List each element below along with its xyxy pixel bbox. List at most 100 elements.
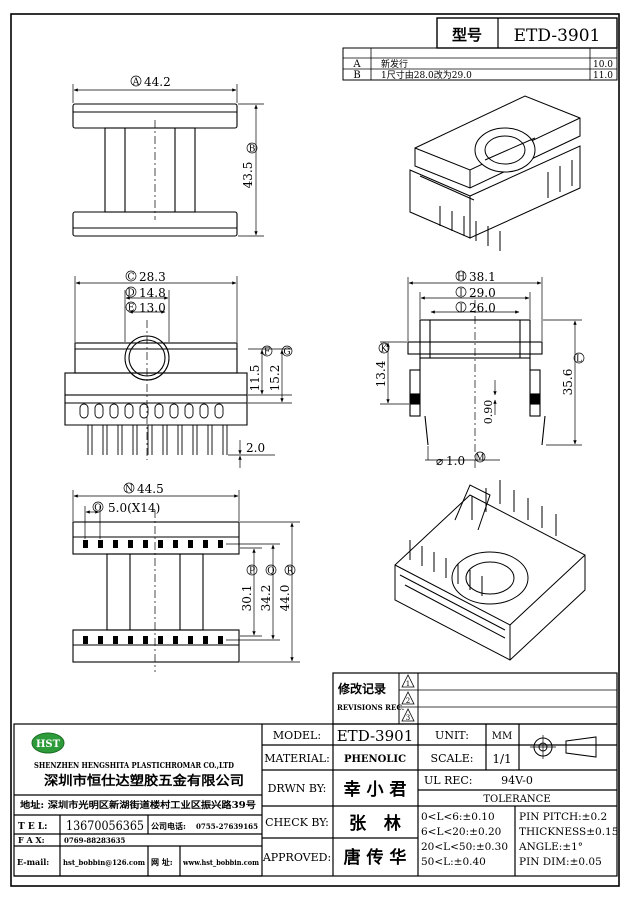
dim-pin-diameter [425,446,500,463]
dim-o [84,501,104,539]
tolerance-3: 50<L:±0.40 [421,856,486,868]
top-view [72,103,238,237]
bottom-view-pins [83,540,223,644]
scale-label: SCALE: [431,752,474,765]
email-value: hst_bobbin@126.com [63,858,146,867]
dim-h-letter: H [457,273,465,283]
dim-d [124,286,170,342]
company-logo-text: HST [36,739,61,750]
dim-r-letter: R [287,567,294,577]
rev-a-val: 10.0 [593,60,613,70]
company-phone-value: 0755-27639165 [196,822,258,831]
rev-b-desc: 1尺寸由28.0改为29.0 [381,69,472,81]
front-view [64,320,248,460]
dim-o-value: 5.0(X14) [108,501,160,515]
spec-2: ANGLE:±1° [518,841,583,853]
side-view [407,300,546,470]
unit-label: UNIT: [435,729,469,742]
dim-a [72,75,238,103]
isometric-view-bottom [394,480,586,661]
revision-mark-1: 1 [406,680,410,688]
unit-value: MM [492,731,512,742]
email-label: E-mail: [17,857,49,867]
model-label: MODEL: [273,729,321,742]
projection-symbol [530,735,597,759]
company-logo: HST [31,732,65,754]
dim-a-value: 44.2 [144,75,171,89]
dim-e-letter: E [128,304,135,314]
drawn-by-value: 幸 小 君 [344,779,407,800]
dim-l-letter: L [576,355,582,365]
dim-m-letter: M [475,454,484,464]
dim-e [125,301,166,314]
dim-j-letter: J [458,304,463,314]
material-label: MATERIAL: [264,752,330,765]
dim-n-letter: N [125,485,133,495]
dim-i [419,286,531,319]
tolerance-0: 0<L<6:±0.10 [421,811,495,823]
web-value: www.hst_bobbin.com [182,858,259,867]
dim-c [74,270,238,342]
dim-a-letter: A [132,78,140,88]
company-phone-label: 公司电话: [151,821,186,831]
dim-k [378,341,409,405]
dim-thickness-value: 0.90 [482,400,495,425]
dim-i-letter: I [459,289,463,299]
dim-h [407,270,543,341]
company-name-en: SHENZHEN HENGSHITA PLASTICHROMAR CO.,LTD [34,760,234,770]
dim-d-letter: D [127,289,134,299]
revision-record-box [332,672,618,725]
spec-0: PIN PITCH:±0.2 [519,811,607,823]
approved-label: APPROVED: [262,851,331,864]
dim-l-value: 35.6 [561,369,575,396]
check-by-label: CHECK BY: [265,816,329,829]
ul-rec-value: 94V-0 [501,774,533,787]
revision-mark-3: 3 [406,714,410,722]
dim-h-value: 38.1 [469,270,496,284]
dim-d-value: 14.8 [139,286,166,300]
tolerance-2: 20<L<50:±0.30 [421,841,508,853]
dim-c-letter: C [128,273,135,283]
company-address: 地址: 深圳市光明区新湖街道楼村工业区振兴路39号 [20,799,256,811]
dim-b-value: 43.5 [241,162,255,189]
front-view-pins [87,425,228,455]
dim-r-value: 44.0 [278,585,292,612]
material-value: PHENOLIC [344,754,406,765]
dim-f-letter: F [264,348,270,358]
dim-g-letter: G [283,348,290,358]
revision-record-title: 修改记录 [337,681,386,696]
spec-3: PIN DIM:±0.05 [519,856,602,868]
dim-p-value: 30.1 [240,585,254,612]
dim-f-value: 11.5 [248,365,262,392]
revision-mark-2: 2 [406,697,410,705]
web-label: 网 址: [151,857,173,867]
dim-p-q-r [226,521,300,663]
rev-a-id: A [352,59,361,70]
bottom-view [72,510,240,672]
front-view-slots [79,403,224,419]
fax-label: F A X: [18,835,45,845]
rev-b-val: 11.0 [593,71,613,81]
dim-o-letter: O [94,504,101,514]
header-model-box: 型号 ETD-3901 [436,17,618,49]
dim-k-letter: K [381,345,388,355]
header-model-value: ETD-3901 [514,26,601,46]
drawn-by-label: DRWN BY: [268,782,327,795]
dim-i-value: 29.0 [469,286,496,300]
dim-n-value: 44.5 [137,482,164,496]
dim-q-value: 34.2 [259,585,273,612]
dim-c-value: 28.3 [139,270,166,284]
rev-b-id: B [353,70,360,81]
company-name-cn: 深圳市恒仕达塑胶五金有限公司 [44,773,244,789]
dim-q-letter: Q [267,567,274,577]
dim-l [543,319,585,446]
dim-k-value: 13.4 [374,360,388,387]
dim-b-letter: B [249,145,256,155]
tel-label: T E L: [18,822,47,832]
rev-a-desc: 新发行 [381,58,408,70]
title-block-grid [13,723,618,877]
dim-pin-length [228,440,275,468]
dim-b [238,103,264,237]
isometric-view-top [409,95,581,251]
